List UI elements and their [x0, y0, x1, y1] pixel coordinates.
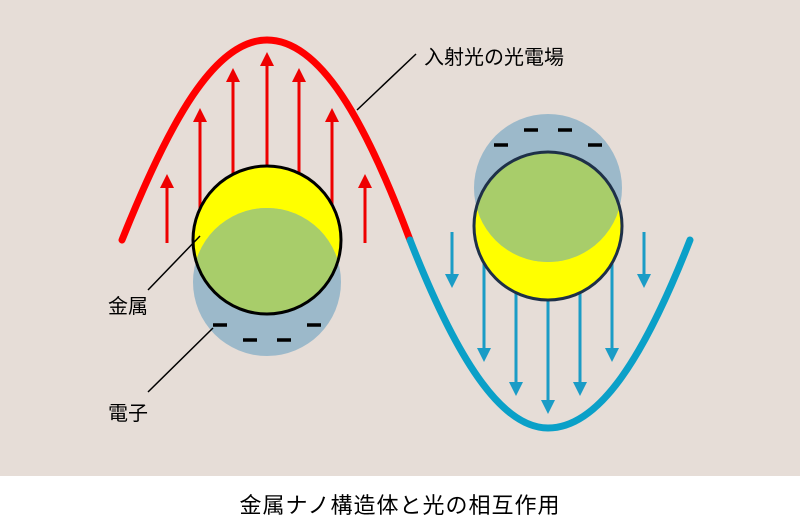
figure-panel: 入射光の光電場 金属 電子 — [0, 0, 800, 476]
field-arrow-down — [445, 232, 459, 288]
right-negative-charges — [494, 128, 602, 147]
field-arrow-up — [160, 174, 174, 243]
figure-caption: 金属ナノ構造体と光の相互作用 — [239, 493, 561, 519]
field-arrow-down — [477, 262, 491, 362]
leader-line-electron — [147, 327, 214, 393]
leader-line-metal — [147, 235, 201, 291]
field-arrow-up — [226, 68, 240, 180]
right-overlap-region — [474, 152, 622, 262]
field-arrow-down — [573, 290, 587, 396]
field-arrow-up — [325, 108, 339, 210]
field-arrow-up — [260, 52, 274, 168]
field-arrow-down — [605, 262, 619, 362]
right-nanoparticle — [472, 114, 624, 302]
field-arrow-up — [292, 68, 306, 180]
label-metal: 金属 — [108, 294, 148, 318]
field-arrows-down — [445, 232, 651, 414]
diagram-canvas: 入射光の光電場 金属 電子 — [108, 36, 694, 432]
field-arrow-up — [193, 108, 207, 210]
left-overlap-region — [193, 208, 341, 314]
field-arrow-down — [509, 290, 523, 396]
field-arrow-up — [358, 174, 372, 243]
left-nanoparticle — [191, 164, 343, 356]
wave-negative-half — [406, 236, 694, 432]
label-light-field: 入射光の光電場 — [424, 45, 564, 69]
right-particle-outline — [472, 150, 624, 302]
label-electron: 電子 — [108, 401, 148, 425]
wave-positive-half — [118, 36, 414, 244]
field-arrow-down — [541, 300, 555, 414]
left-negative-charges — [213, 323, 321, 342]
leader-line-light-field — [356, 53, 417, 111]
left-particle-outline — [191, 164, 343, 316]
field-arrows-up — [160, 52, 372, 243]
field-arrow-down — [637, 232, 651, 288]
